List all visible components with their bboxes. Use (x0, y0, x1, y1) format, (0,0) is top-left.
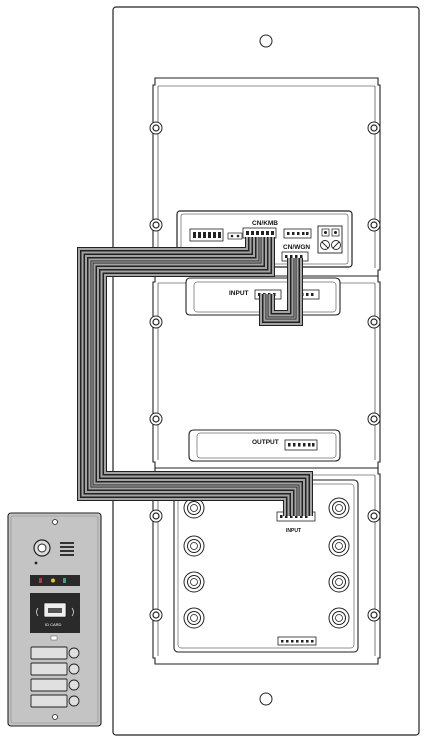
led-icon (34, 561, 38, 565)
jumper-icon (227, 232, 243, 240)
button-icon (183, 535, 205, 557)
card-reader-led (50, 635, 58, 641)
button-icon (328, 535, 350, 557)
name-button (30, 694, 80, 708)
screw-icon (367, 608, 381, 622)
front-panel-preview: ID CARD (7, 512, 102, 727)
button-icon (328, 497, 350, 519)
output-label: OUTPUT (252, 439, 279, 446)
card-reader-label: ID CARD (45, 622, 62, 627)
screw-icon (149, 315, 163, 329)
speaker-grille-icon (60, 542, 74, 556)
module2-input-label: INPUT (229, 290, 249, 297)
panel-screw-icon (52, 519, 58, 525)
screw-icon (149, 218, 163, 232)
screw-icon (149, 412, 163, 426)
bottom-mounting-hole (259, 692, 273, 706)
name-button (30, 662, 80, 676)
header-connector-icon (277, 636, 317, 646)
screw-icon (367, 412, 381, 426)
button-icon (183, 571, 205, 593)
button-icon (183, 497, 205, 519)
module2-output-board: OUTPUT (188, 429, 341, 462)
header-connector-icon (283, 228, 312, 239)
output-connector-icon (284, 439, 318, 451)
screw-icon (367, 315, 381, 329)
screw-icon (367, 509, 381, 523)
cnwgn-label: CN/WGN (283, 244, 310, 251)
camera-icon (33, 539, 51, 557)
button-icon (183, 607, 205, 629)
screw-icon (149, 121, 163, 135)
panel-screw-icon (52, 714, 58, 720)
name-button (30, 646, 80, 660)
name-button (30, 678, 80, 692)
ribbon-cable-long (77, 237, 313, 516)
screw-icon (367, 218, 381, 232)
cnkmb-label: CN/KMB (252, 220, 278, 227)
button-icon (328, 607, 350, 629)
status-indicator-bar (30, 575, 80, 586)
terminal-block-icon (317, 225, 343, 254)
screw-icon (149, 509, 163, 523)
screw-icon (149, 608, 163, 622)
button-icon (328, 571, 350, 593)
ribbon-cable-short (259, 258, 303, 326)
screw-icon (367, 121, 381, 135)
cnkmb-connector-icon (242, 227, 277, 239)
module3-input-label: INPUT (286, 528, 301, 534)
module3-board: INPUT (173, 479, 359, 653)
top-mounting-hole (259, 34, 273, 48)
card-reader-icon: ID CARD (30, 593, 80, 633)
dip-switch-icon (189, 228, 224, 242)
